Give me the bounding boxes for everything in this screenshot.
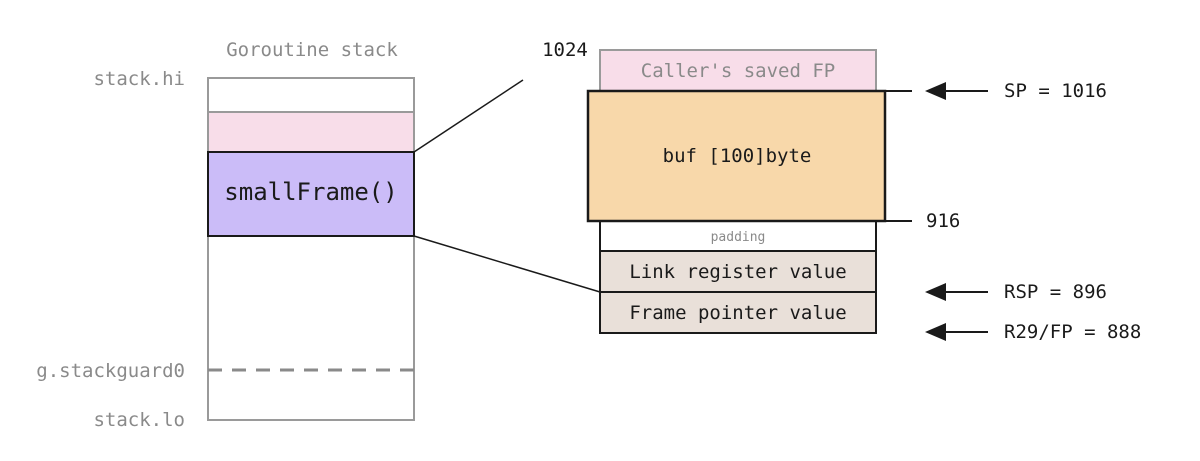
stack-hi-label: stack.hi	[93, 68, 185, 90]
link-register-label: Link register value	[629, 261, 846, 283]
frame-pointer-label: Frame pointer value	[629, 302, 846, 324]
frame-pointer-block	[599, 291, 877, 334]
stackguard-label: g.stackguard0	[36, 360, 185, 382]
stack-lo-label: stack.lo	[93, 409, 185, 431]
goroutine-stack-title: Goroutine stack	[226, 39, 398, 61]
arrow-left-icon	[925, 323, 946, 341]
sp-pointer: SP = 1016	[925, 80, 1107, 102]
small-frame-label: smallFrame()	[224, 178, 397, 206]
sp-label: SP = 1016	[1004, 80, 1107, 102]
buf-bottom-address-label: 916	[926, 210, 960, 232]
caller-saved-fp-label: Caller's saved FP	[641, 60, 835, 82]
fp-pointer: R29/FP = 888	[925, 321, 1141, 343]
buf-label: buf [100]byte	[663, 145, 812, 167]
zoom-line-top	[413, 79, 524, 153]
rsp-label: RSP = 896	[1004, 281, 1107, 303]
zoom-line-bottom	[413, 235, 601, 293]
padding-label: padding	[711, 230, 766, 245]
small-frame-block	[207, 151, 415, 237]
rsp-pointer: RSP = 896	[925, 281, 1107, 303]
fp-label: R29/FP = 888	[1004, 321, 1141, 343]
arrow-left-icon	[925, 82, 946, 100]
buf-block	[586, 89, 887, 223]
arrow-left-icon	[925, 283, 946, 301]
caller-frame-block	[207, 111, 415, 153]
top-address-label: 1024	[542, 39, 588, 61]
